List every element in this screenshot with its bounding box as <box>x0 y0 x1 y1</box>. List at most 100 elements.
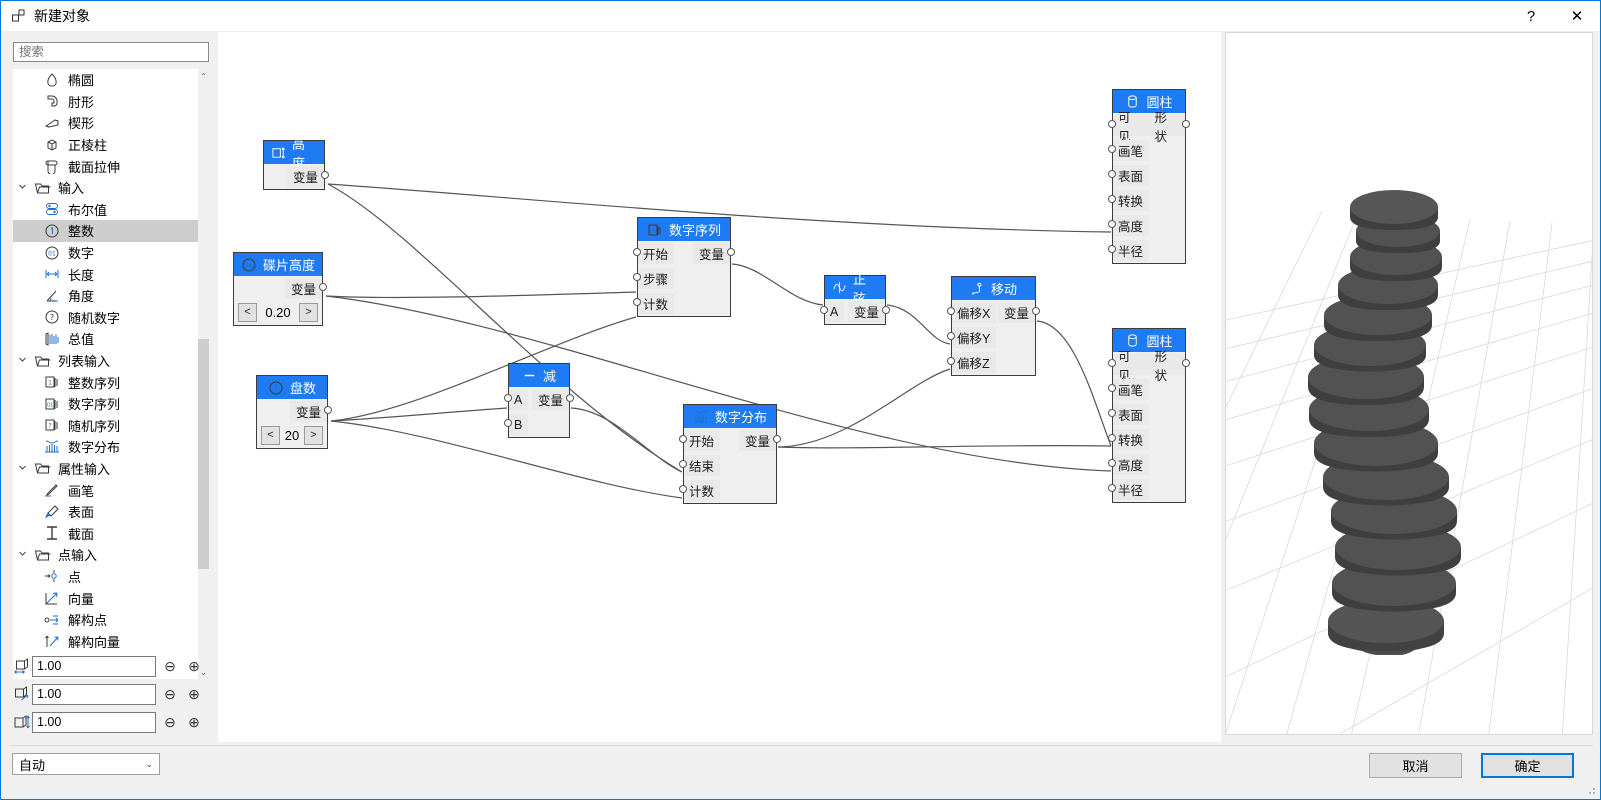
tree-item-20[interactable]: 表面 <box>13 501 198 523</box>
tree-item-2[interactable]: 楔形 <box>13 112 198 134</box>
tree-item-18[interactable]: 属性输入 <box>13 458 198 480</box>
dimension-input-1[interactable] <box>32 683 156 705</box>
scroll-down-icon[interactable]: ⌄ <box>200 667 207 677</box>
tree-item-13[interactable]: 列表输入 <box>13 350 198 372</box>
increment-icon[interactable]: ⊕ <box>188 685 200 702</box>
input-port[interactable]: 偏移Y <box>952 327 997 348</box>
tree-item-21[interactable]: 截面 <box>13 522 198 544</box>
output-port[interactable]: 变量 <box>284 278 322 299</box>
port-connector[interactable] <box>319 283 327 291</box>
port-connector[interactable] <box>1108 434 1116 442</box>
node-disc-count[interactable]: 盘数变量<20> <box>256 375 332 449</box>
tree-item-17[interactable]: 数字分布 <box>13 436 198 458</box>
port-connector[interactable] <box>633 298 641 306</box>
port-connector[interactable] <box>1108 220 1116 228</box>
port-connector[interactable] <box>633 273 641 281</box>
port-connector[interactable] <box>1032 307 1040 315</box>
port-connector[interactable] <box>679 485 687 493</box>
tree-item-23[interactable]: 点 <box>13 566 198 588</box>
tree-item-6[interactable]: 布尔值 <box>13 199 198 221</box>
output-port[interactable]: 变量 <box>738 430 776 451</box>
port-connector[interactable] <box>1108 145 1116 153</box>
stepper-value[interactable]: 0.20 <box>265 304 291 320</box>
port-connector[interactable] <box>633 248 641 256</box>
input-port[interactable]: 开始 <box>638 243 675 264</box>
stepper-value[interactable]: 20 <box>284 427 300 443</box>
increment-icon[interactable]: ⊕ <box>188 657 200 674</box>
tree-item-0[interactable]: 椭圆 <box>13 69 198 91</box>
node-height[interactable]: 高度变量 <box>263 137 329 190</box>
stepper-next-button[interactable]: > <box>304 425 323 445</box>
input-port[interactable]: 偏移Z <box>952 352 996 373</box>
port-connector[interactable] <box>1108 120 1116 128</box>
port-connector[interactable] <box>947 332 955 340</box>
port-connector[interactable] <box>1182 359 1190 367</box>
increment-icon[interactable]: ⊕ <box>188 713 200 730</box>
input-port[interactable]: 转换 <box>1113 429 1150 450</box>
input-port[interactable]: 计数 <box>638 293 675 314</box>
input-port[interactable]: 画笔 <box>1113 140 1150 161</box>
node-header[interactable]: 正弦 <box>825 272 885 306</box>
input-port[interactable]: 高度 <box>1113 215 1150 236</box>
input-port[interactable]: 计数 <box>684 480 721 501</box>
port-connector[interactable] <box>679 435 687 443</box>
tree-item-24[interactable]: 向量 <box>13 587 198 609</box>
help-button[interactable]: ? <box>1526 7 1536 25</box>
dimension-input-0[interactable] <box>32 655 156 677</box>
output-port[interactable]: 形状 <box>1148 111 1185 144</box>
tree-item-9[interactable]: 长度 <box>13 263 198 285</box>
close-button[interactable]: ✕ <box>1570 8 1584 25</box>
scrollbar-thumb[interactable] <box>198 339 209 569</box>
input-port[interactable]: 偏移X <box>952 302 997 323</box>
input-port[interactable]: A <box>509 389 529 410</box>
input-port[interactable]: 可见 <box>1113 111 1149 144</box>
port-connector[interactable] <box>1108 384 1116 392</box>
port-connector[interactable] <box>566 394 574 402</box>
port-connector[interactable] <box>1108 409 1116 417</box>
input-port[interactable]: 步骤 <box>638 268 675 289</box>
tree-item-4[interactable]: 截面拉伸 <box>13 155 198 177</box>
input-port[interactable]: B <box>509 414 529 435</box>
tree-scrollbar[interactable]: ⌃ ⌄ <box>198 69 209 679</box>
port-connector[interactable] <box>947 357 955 365</box>
tree-item-5[interactable]: 输入 <box>13 177 198 199</box>
stepper-next-button[interactable]: > <box>299 302 318 322</box>
output-port[interactable]: 变量 <box>692 243 730 264</box>
tree-item-1[interactable]: 肘形 <box>13 91 198 113</box>
3d-preview[interactable] <box>1225 32 1593 735</box>
dimension-input-2[interactable] <box>32 711 156 733</box>
output-port[interactable]: 变量 <box>997 302 1035 323</box>
node-header[interactable]: 数字分布 <box>684 405 776 428</box>
port-connector[interactable] <box>1108 245 1116 253</box>
input-port[interactable]: 画笔 <box>1113 379 1150 400</box>
tree-item-10[interactable]: 角度 <box>13 285 198 307</box>
resize-grip[interactable] <box>1585 784 1597 796</box>
node-cylinder-2[interactable]: 圆柱可见形状画笔表面转换高度半径 <box>1108 328 1190 503</box>
stepper-prev-button[interactable]: < <box>238 302 257 322</box>
scroll-up-icon[interactable]: ⌃ <box>200 71 207 81</box>
tree-item-3[interactable]: 正棱柱 <box>13 134 198 156</box>
output-port[interactable]: 形状 <box>1148 350 1185 383</box>
input-port[interactable]: 表面 <box>1113 165 1150 186</box>
tree-item-16[interactable]: ?随机序列 <box>13 415 198 437</box>
decrement-icon[interactable]: ⊖ <box>164 657 176 674</box>
chevron-down-icon[interactable] <box>13 549 31 560</box>
chevron-down-icon[interactable] <box>13 355 31 366</box>
input-port[interactable]: 结束 <box>684 455 721 476</box>
search-input[interactable] <box>13 42 209 62</box>
port-connector[interactable] <box>1108 359 1116 367</box>
tree-item-19[interactable]: 画笔 <box>13 479 198 501</box>
node-header[interactable]: 圆柱 <box>1113 329 1185 352</box>
decrement-icon[interactable]: ⊖ <box>164 685 176 702</box>
port-connector[interactable] <box>1108 459 1116 467</box>
port-connector[interactable] <box>504 419 512 427</box>
port-connector[interactable] <box>504 394 512 402</box>
